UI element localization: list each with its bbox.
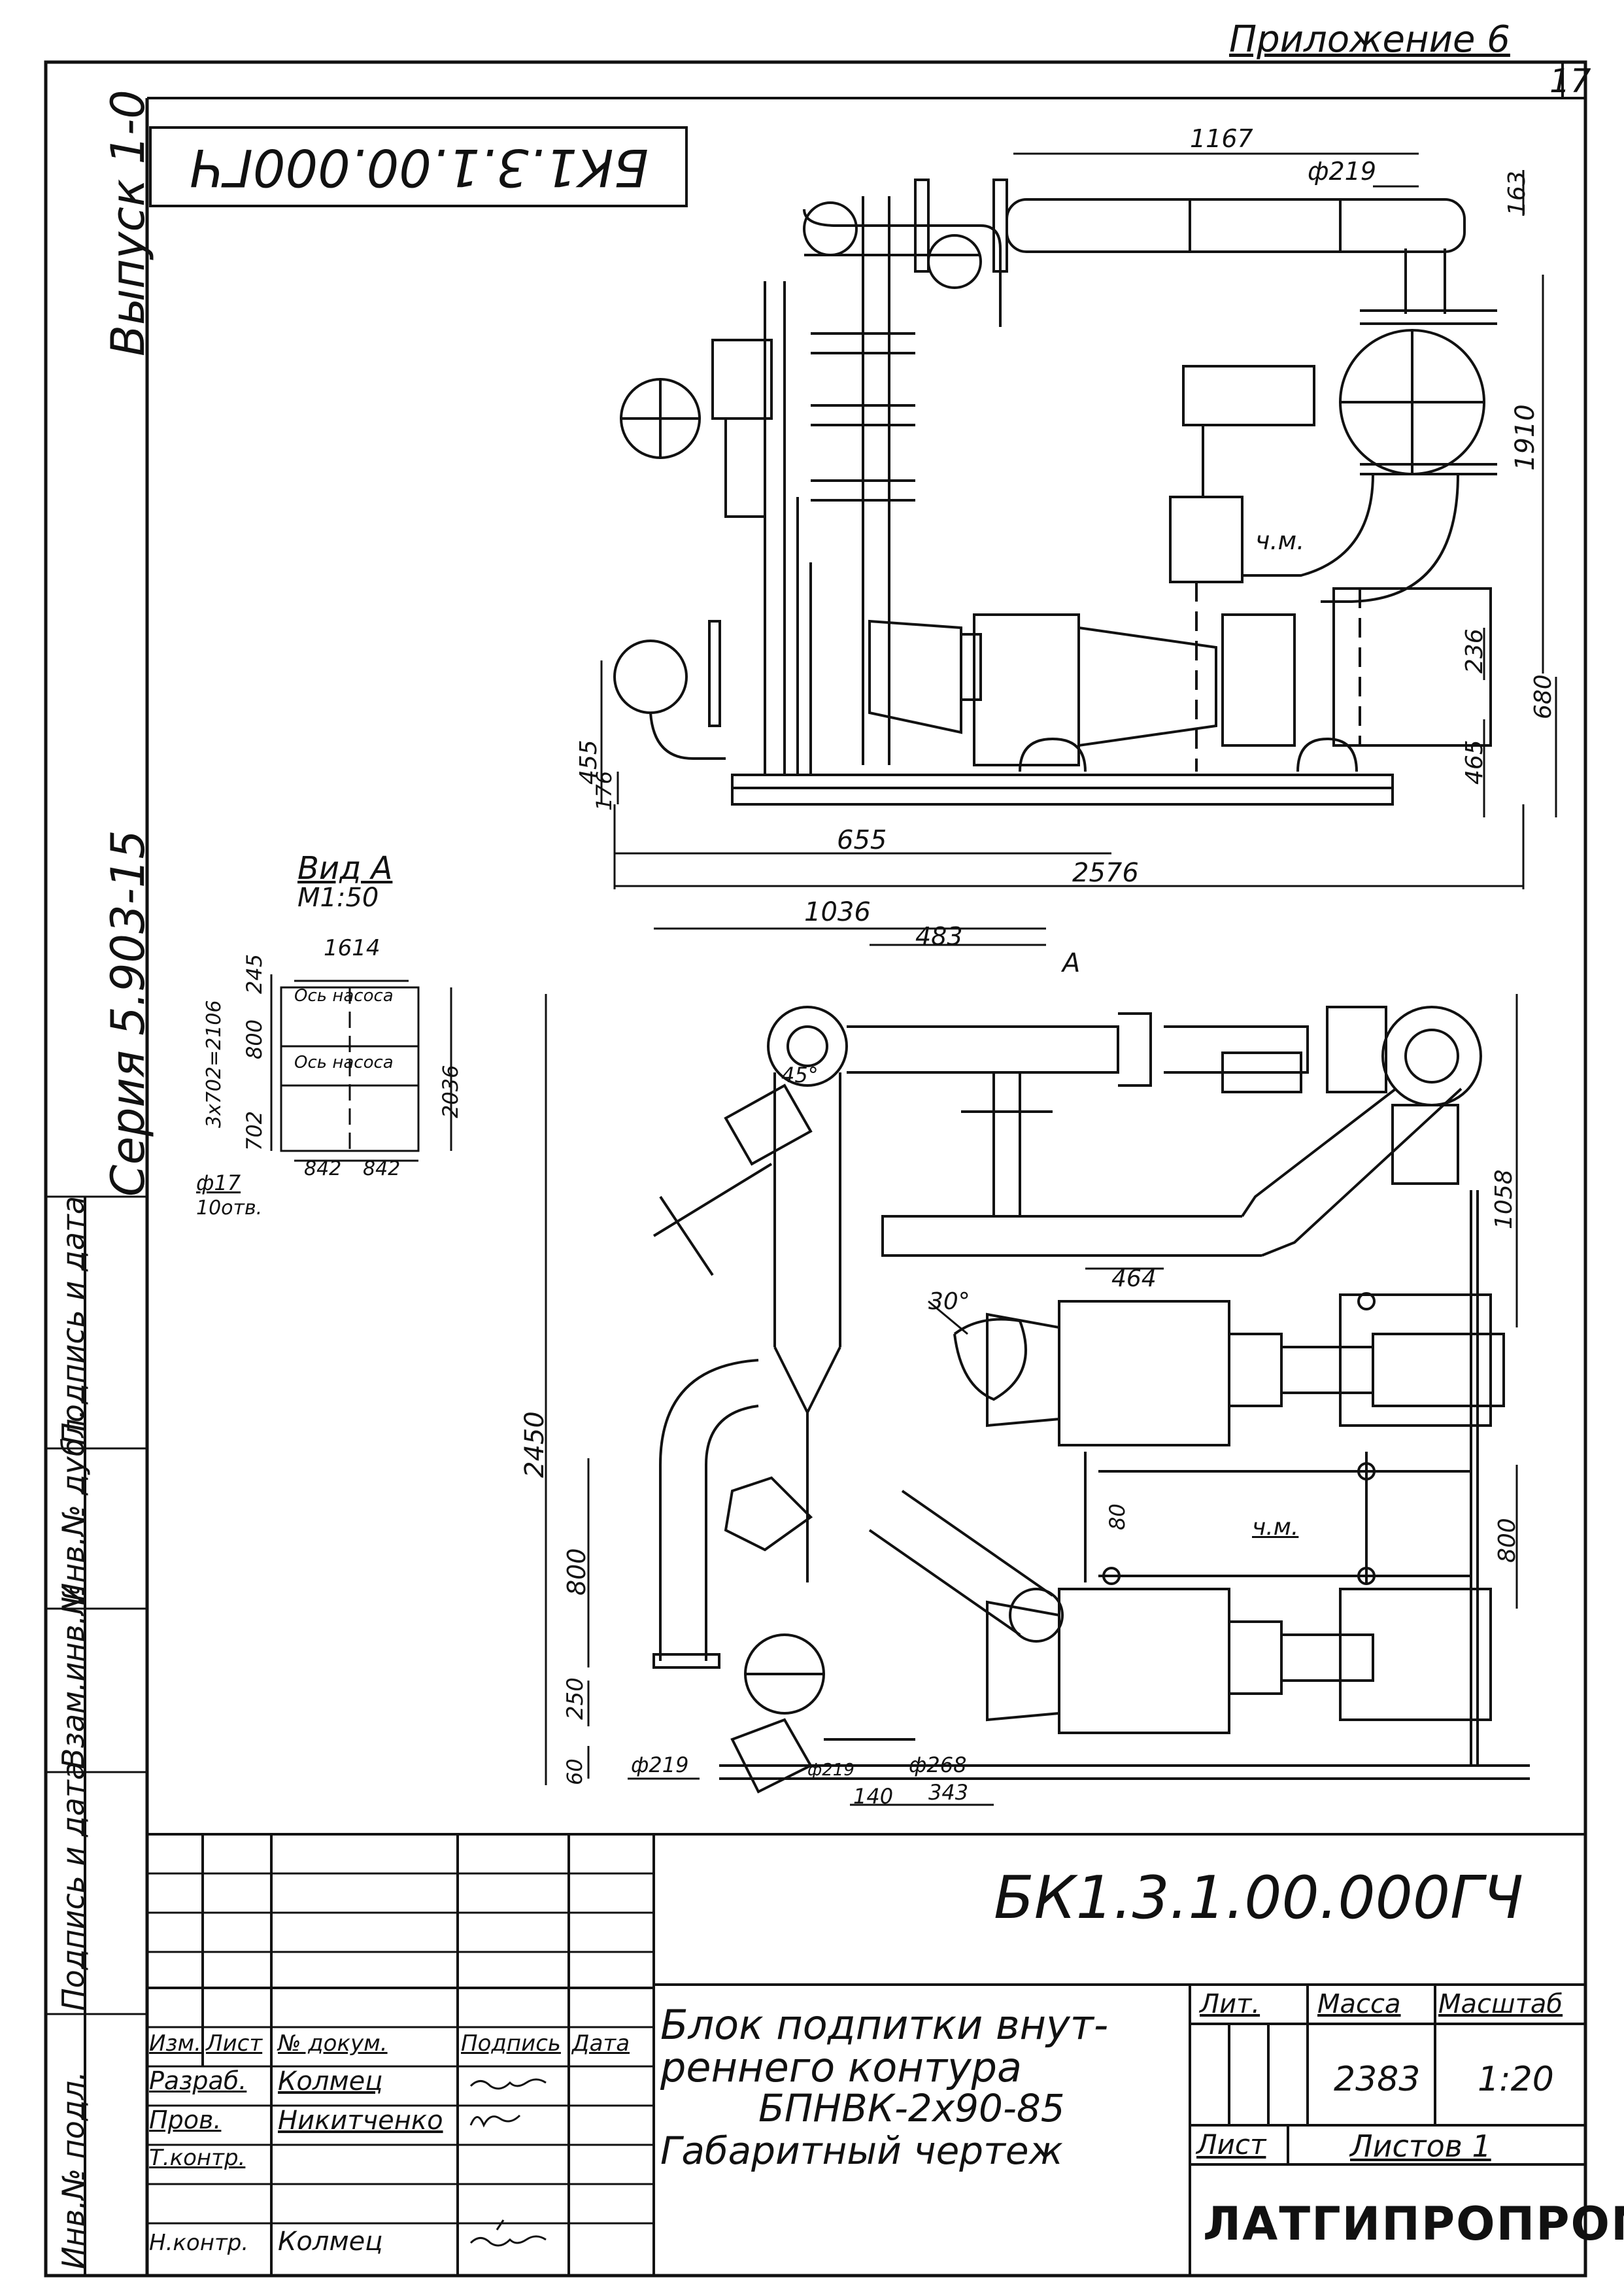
plan-dim-800-right: 800 bbox=[1494, 1518, 1521, 1563]
elev-dim-163: 163 bbox=[1504, 171, 1531, 216]
elev-dim-236: 236 bbox=[1461, 628, 1488, 674]
view-a-dim-702: 702 bbox=[242, 1110, 267, 1151]
view-a-holes-count: 10отв. bbox=[196, 1197, 263, 1220]
plan-dim-60: 60 bbox=[562, 1758, 587, 1785]
elev-dim-1167: 1167 bbox=[1190, 124, 1253, 153]
view-a-dim-1614: 1614 bbox=[324, 935, 381, 961]
plan-label-cm: ч.м. bbox=[1252, 1514, 1299, 1541]
row-name-razrab: Колмец bbox=[278, 2066, 383, 2096]
row-name-prov: Никитченко bbox=[278, 2106, 443, 2136]
col-doc: № докум. bbox=[278, 2030, 388, 2057]
view-a-dim-2036: 2036 bbox=[438, 1065, 463, 1118]
elev-dim-2576: 2576 bbox=[1072, 858, 1139, 888]
plan-dim-140: 140 bbox=[853, 1784, 894, 1809]
margin-podpis-data-1: Подпись и дата bbox=[56, 1195, 91, 1445]
plan-arrow-a: А bbox=[1062, 948, 1081, 978]
title-block-grid bbox=[147, 1833, 1585, 2276]
row-role-tkontr: Т.контр. bbox=[149, 2145, 246, 2171]
plan-dim-2450: 2450 bbox=[520, 1411, 550, 1478]
view-a-dim-3x702: 3х702=2106 bbox=[203, 1000, 226, 1128]
view-a-scale: М1:50 bbox=[297, 883, 379, 913]
row-role-nkontr: Н.контр. bbox=[149, 2230, 249, 2256]
elev-dim-680: 680 bbox=[1530, 674, 1557, 719]
elev-dim-1910: 1910 bbox=[1510, 404, 1540, 471]
view-a-dim-800: 800 bbox=[242, 1019, 267, 1059]
plan-dim-483: 483 bbox=[915, 922, 963, 951]
view-a-holes: ф17 bbox=[196, 1171, 241, 1195]
plan-view bbox=[652, 1006, 1530, 1794]
scale-value: 1:20 bbox=[1478, 2060, 1554, 2099]
plan-dim-30: 30° bbox=[928, 1288, 970, 1315]
plan-dim-800-left: 800 bbox=[562, 1548, 591, 1596]
plan-dim-250: 250 bbox=[562, 1677, 588, 1720]
view-a-title: Вид А bbox=[297, 850, 393, 887]
appendix-label: Приложение 6 bbox=[1229, 18, 1510, 61]
lit-label: Лит. bbox=[1200, 1989, 1260, 2019]
description-line-3: БПНВК-2х90-85 bbox=[758, 2086, 1065, 2130]
row-name-nkontr: Колмец bbox=[278, 2227, 383, 2257]
elev-dim-176: 176 bbox=[592, 770, 617, 811]
plan-dim-343: 343 bbox=[928, 1780, 969, 1805]
view-a-dim-842a: 842 bbox=[304, 1157, 342, 1180]
elev-label-cm: ч.м. bbox=[1255, 526, 1305, 555]
sheet-label: Лист bbox=[1196, 2128, 1266, 2161]
margin-podpis-data-2: Подпись и дата bbox=[56, 1761, 91, 2011]
margin-inv-podl: Инв.№ подл. bbox=[56, 2071, 91, 2269]
plan-dim-d268: ф268 bbox=[909, 1752, 967, 1777]
view-a-drawing bbox=[270, 974, 452, 1162]
mass-label: Масса bbox=[1317, 1989, 1401, 2019]
plan-dim-d219: ф219 bbox=[631, 1752, 689, 1777]
view-a-axis-1: Ось насоса bbox=[294, 986, 394, 1006]
elev-dim-d219: ф219 bbox=[1308, 157, 1377, 186]
organization-name: ЛАТГИПРОПРОМ bbox=[1203, 2197, 1624, 2251]
description-line-4: Габаритный чертеж bbox=[660, 2128, 1063, 2173]
col-sign: Подпись bbox=[461, 2030, 561, 2057]
row-role-prov: Пров. bbox=[149, 2106, 222, 2134]
plan-dim-1036: 1036 bbox=[804, 897, 871, 927]
col-date: Дата bbox=[572, 2030, 630, 2057]
row-role-razrab: Разраб. bbox=[149, 2066, 247, 2095]
plan-dim-d219b: ф219 bbox=[807, 1760, 854, 1780]
col-izm: Изм. bbox=[149, 2030, 201, 2057]
scale-label: Масштаб bbox=[1438, 1989, 1563, 2019]
plan-dim-45: 45° bbox=[781, 1063, 819, 1087]
frame-outer bbox=[44, 60, 1587, 2278]
elev-dim-465: 465 bbox=[1461, 740, 1488, 785]
plan-dim-80: 80 bbox=[1105, 1503, 1130, 1530]
plan-dim-1058: 1058 bbox=[1491, 1169, 1517, 1229]
margin-seria: Серия 5.903-15 bbox=[101, 830, 155, 1197]
view-a-dim-842b: 842 bbox=[363, 1157, 401, 1180]
description-line-1: Блок подпитки внут- bbox=[660, 2001, 1109, 2049]
margin-vypusk: Выпуск 1-0 bbox=[101, 90, 155, 356]
sheet-number: 17 bbox=[1549, 62, 1591, 100]
elevation-view bbox=[613, 179, 1497, 806]
col-list: Лист bbox=[206, 2030, 263, 2057]
margin-inv-dubl: Инв.№ дубл. bbox=[56, 1409, 91, 1605]
margin-vzam-inv: Взам.инв.№ bbox=[56, 1583, 91, 1769]
sheets-label: Листов 1 bbox=[1350, 2128, 1491, 2164]
description-line-2: реннего контура bbox=[660, 2043, 1023, 2091]
top-stamp-code: БК1.3.1.00.000ГЧ bbox=[190, 137, 649, 196]
elev-dim-655: 655 bbox=[837, 825, 887, 855]
view-a-dim-245: 245 bbox=[242, 953, 267, 994]
plan-dim-464: 464 bbox=[1111, 1265, 1157, 1292]
view-a-axis-2: Ось насоса bbox=[294, 1053, 394, 1072]
title-block-code: БК1.3.1.00.000ГЧ bbox=[994, 1864, 1523, 1932]
mass-value: 2383 bbox=[1334, 2060, 1421, 2099]
